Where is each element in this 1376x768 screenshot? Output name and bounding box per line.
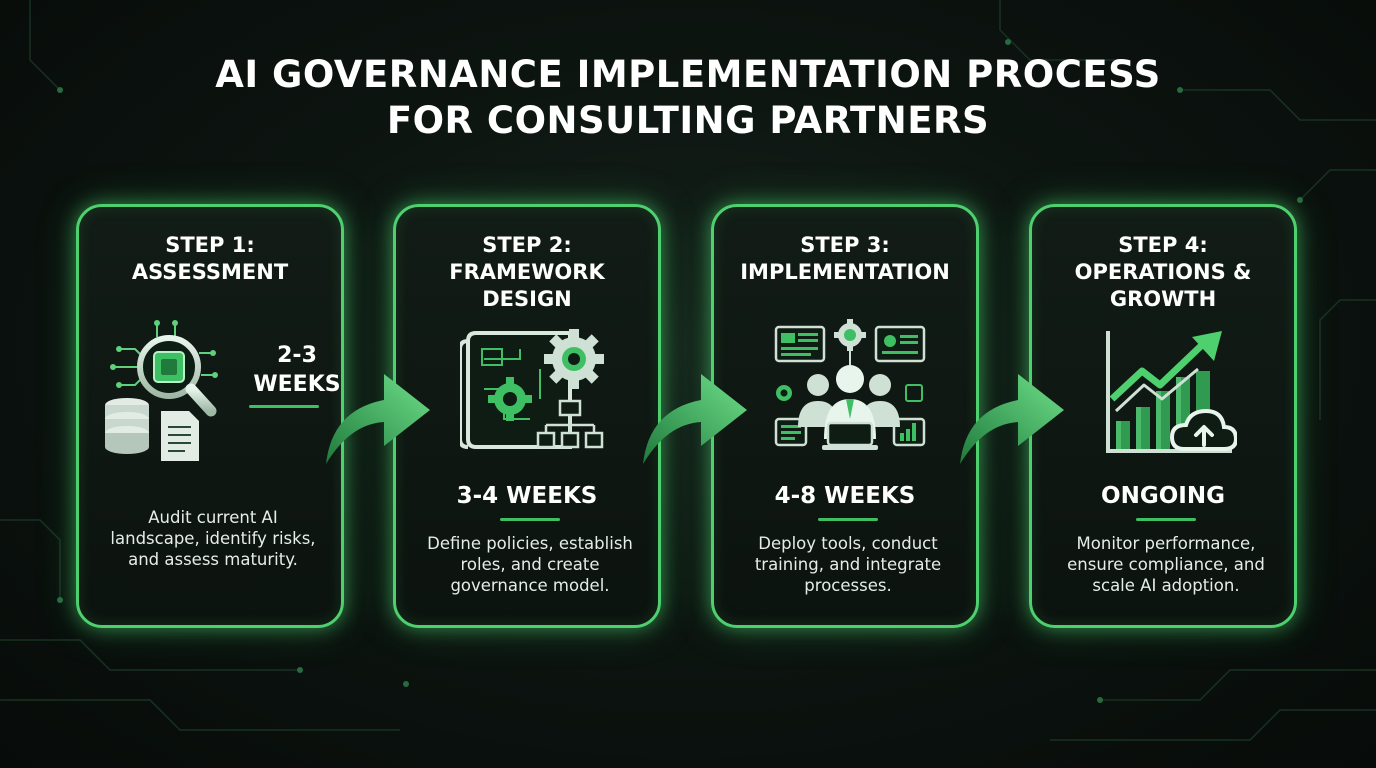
step-title: STEP 4: OPERATIONS & GROWTH: [1032, 232, 1294, 313]
step-card-operations-growth: STEP 4: OPERATIONS & GROWTH ONGOING Mo: [1029, 204, 1297, 628]
description-line: and assess maturity.: [128, 550, 298, 569]
step-title: STEP 2: FRAMEWORK DESIGN: [396, 232, 658, 313]
duration-label: 2-3 WEEKS: [247, 341, 347, 399]
description-line: training, and integrate: [754, 555, 942, 574]
description-line: Monitor performance,: [1076, 534, 1256, 553]
step-number: STEP 1:: [165, 233, 255, 257]
duration-line-2: WEEKS: [253, 372, 341, 397]
step-name: DESIGN: [482, 287, 572, 311]
step-name: OPERATIONS &: [1074, 260, 1252, 284]
duration-line-1: 2-3: [277, 343, 317, 368]
description-line: governance model.: [450, 576, 610, 595]
description-line: Define policies, establish: [427, 534, 633, 553]
duration-underline: [1136, 518, 1196, 521]
step-name: GROWTH: [1109, 287, 1217, 311]
description-line: ensure compliance, and: [1067, 555, 1265, 574]
description-line: processes.: [804, 576, 892, 595]
step-number: STEP 2:: [482, 233, 572, 257]
step-card-framework-design: STEP 2: FRAMEWORK DESIGN: [393, 204, 661, 628]
team-dashboards-icon: [774, 319, 926, 450]
description-line: landscape, identify risks,: [110, 529, 316, 548]
step-name: IMPLEMENTATION: [740, 260, 950, 284]
step-name: ASSESSMENT: [131, 260, 289, 284]
duration-label: ONGOING: [1101, 483, 1225, 509]
title-line-1: AI GOVERNANCE IMPLEMENTATION PROCESS: [215, 53, 1161, 96]
curved-arrow-icon: [960, 374, 1064, 464]
duration-underline: [500, 518, 560, 521]
step-description: Deploy tools, conduct training, and inte…: [728, 533, 968, 596]
description-line: scale AI adoption.: [1092, 576, 1240, 595]
duration-label: 3-4 WEEKS: [456, 483, 598, 509]
step-name: FRAMEWORK: [449, 260, 605, 284]
duration-underline: [818, 518, 878, 521]
magnifier-chip-database-document-icon: [105, 320, 218, 461]
blueprint-gears-org-chart-icon: [460, 329, 604, 449]
growth-chart-cloud-icon: [1106, 331, 1237, 453]
step-description: Monitor performance, ensure compliance, …: [1046, 533, 1286, 596]
curved-arrow-icon: [326, 374, 430, 464]
step-card-implementation: STEP 3: IMPLEMENTATION: [711, 204, 979, 628]
step-number: STEP 3:: [800, 233, 890, 257]
description-line: Audit current AI: [148, 508, 278, 527]
duration-label: 4-8 WEEKS: [774, 483, 916, 509]
curved-arrow-icon: [643, 374, 747, 464]
title-line-2: FOR CONSULTING PARTNERS: [386, 99, 990, 142]
step-title: STEP 3: IMPLEMENTATION: [714, 232, 976, 286]
duration-underline: [249, 405, 319, 408]
page-title: AI GOVERNANCE IMPLEMENTATION PROCESS FOR…: [0, 52, 1376, 144]
step-number: STEP 4:: [1118, 233, 1208, 257]
step-title: STEP 1: ASSESSMENT: [79, 232, 341, 286]
description-line: roles, and create: [460, 555, 600, 574]
step-description: Audit current AI landscape, identify ris…: [93, 507, 333, 570]
description-line: Deploy tools, conduct: [758, 534, 938, 553]
step-description: Define policies, establish roles, and cr…: [410, 533, 650, 596]
step-card-assessment: STEP 1: ASSESSMENT: [76, 204, 344, 628]
